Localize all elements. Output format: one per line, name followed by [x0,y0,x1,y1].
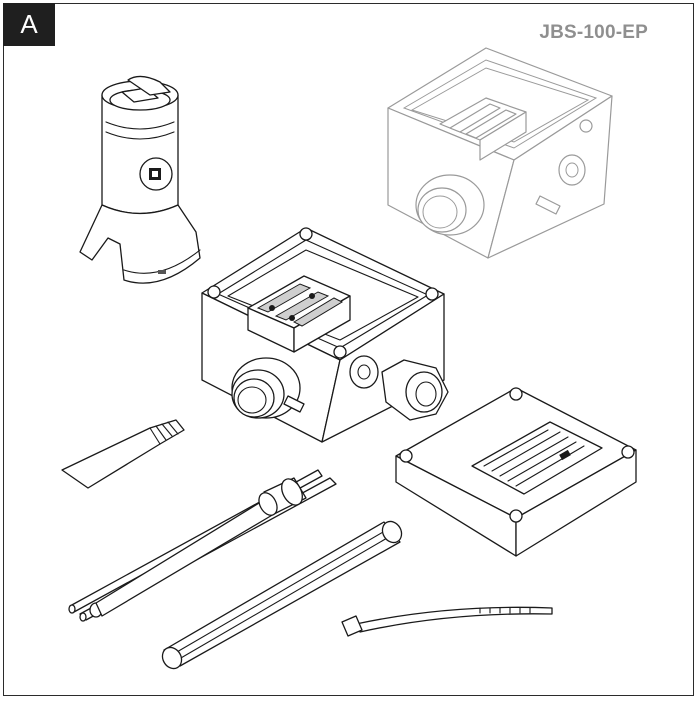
panel-label: A [3,3,55,46]
sealing-strip-icon [61,419,185,489]
model-title: JBS-100-EP [539,22,648,43]
junction-box-reference-icon [387,47,613,259]
cable-tie-icon [341,606,553,637]
box-lid-icon [395,387,637,557]
seal-tool-icon [79,75,201,284]
cable-icon [68,469,337,622]
rod-icon [161,520,403,670]
junction-box-icon [201,227,449,443]
